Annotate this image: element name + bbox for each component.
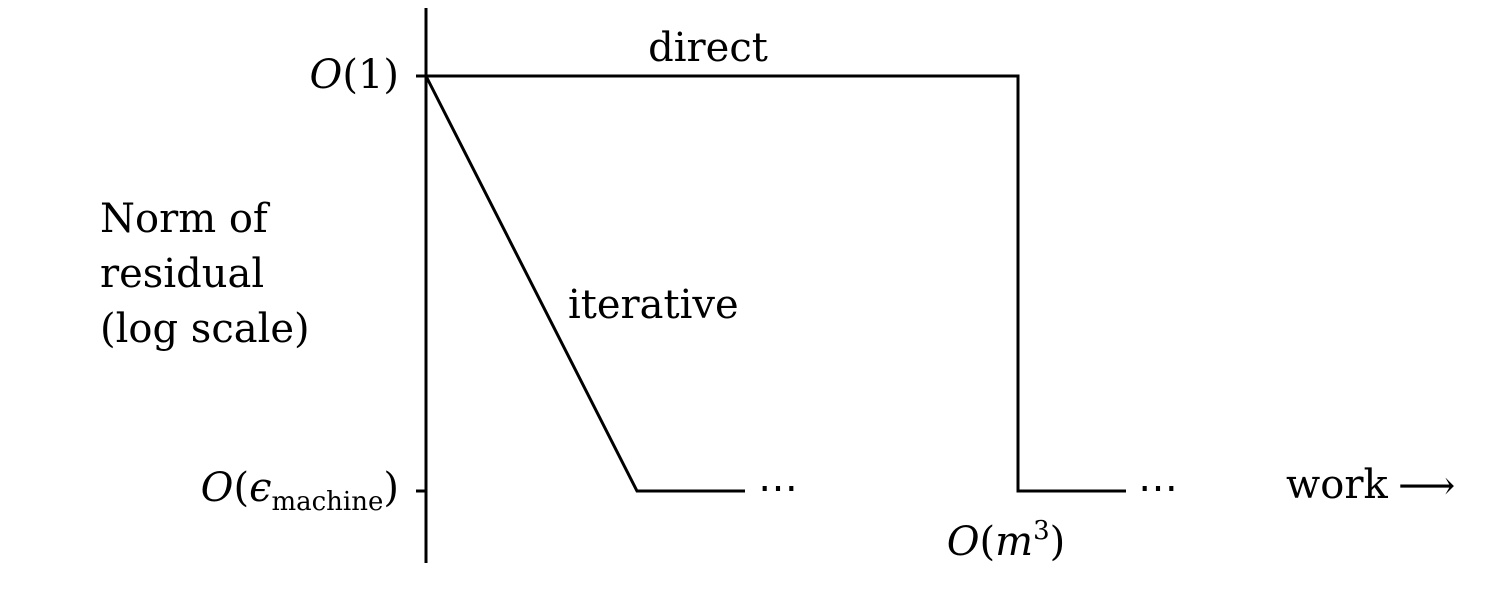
x-axis-label: work	[1286, 462, 1388, 508]
y-tick-label-top: O(1)	[310, 52, 399, 98]
x-tick-label: O(m3)	[947, 516, 1066, 565]
direct-label: direct	[648, 25, 768, 71]
iterative-label: iterative	[568, 282, 739, 328]
iterative-curve	[424, 75, 745, 493]
iterative-ellipsis: ⋯	[758, 465, 798, 511]
y-axis-label: Norm of residual (log scale)	[100, 196, 310, 352]
y-axis-label-line-1: Norm of	[100, 196, 271, 242]
direct-curve	[426, 74, 1126, 493]
right-arrow-icon: ⟶	[1398, 463, 1455, 509]
y-tick-label-bottom: O(ϵmachine)	[201, 465, 399, 517]
direct-ellipsis: ⋯	[1138, 465, 1178, 511]
y-axis-label-line-2: residual	[100, 251, 264, 297]
y-axis-label-line-3: (log scale)	[100, 306, 310, 352]
